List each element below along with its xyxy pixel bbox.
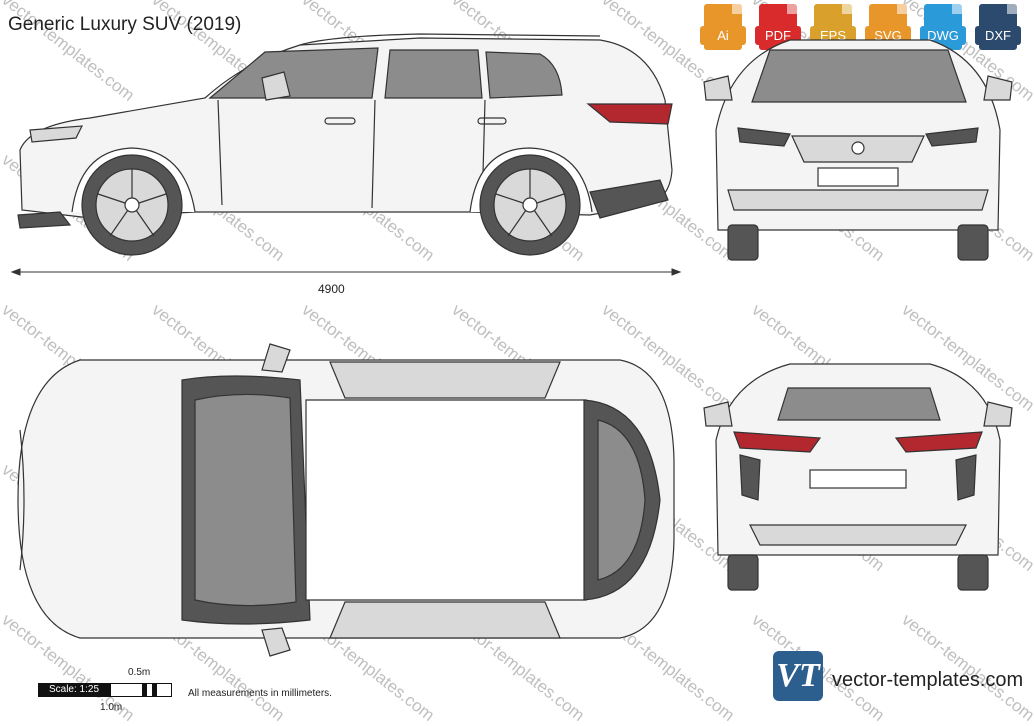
front-view — [703, 39, 1013, 261]
vt-logo-icon: VT — [773, 651, 823, 701]
scale-bottom-mark: 1.0m — [100, 702, 123, 713]
brand-site: vector-templates.com — [832, 669, 1024, 691]
dxf-file-icon[interactable]: DXF — [975, 4, 1029, 52]
page-title: Generic Luxury SUV (2019) — [8, 14, 242, 35]
page-fold-corner — [952, 4, 962, 14]
rear-view — [703, 363, 1013, 591]
length-dimension: 4900 — [318, 282, 345, 296]
page-fold-corner — [1007, 4, 1017, 14]
dimension-line — [10, 268, 682, 276]
scale-top-mark: 0.5m — [128, 667, 151, 678]
measurement-note: All measurements in millimeters. — [188, 688, 332, 699]
page-fold-corner — [897, 4, 907, 14]
top-view — [17, 343, 675, 657]
ai-file-icon[interactable]: Ai — [700, 4, 754, 52]
format-label: DXF — [975, 26, 1021, 45]
page-fold-corner — [842, 4, 852, 14]
side-view — [17, 33, 673, 256]
dwg-file-icon[interactable]: DWG — [920, 4, 974, 52]
format-label: Ai — [700, 26, 746, 45]
scale-bar — [110, 683, 172, 697]
page-fold-corner — [732, 4, 742, 14]
scale-label: Scale: 1:25 — [38, 683, 110, 697]
page-fold-corner — [787, 4, 797, 14]
